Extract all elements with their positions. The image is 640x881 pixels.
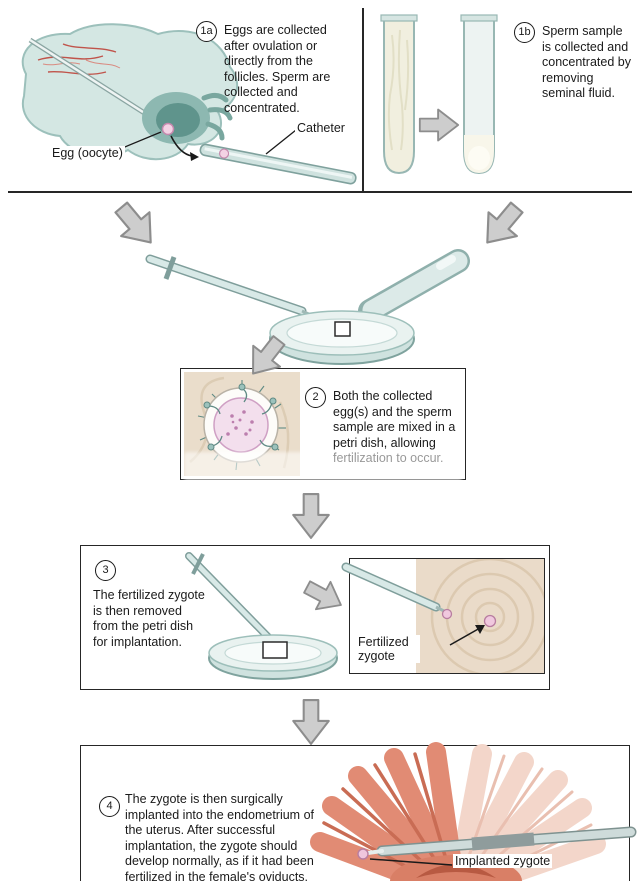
step-1b-text: Sperm sample is collected and concentrat… [542,24,631,100]
step-3-number: 3 [95,560,116,581]
fertilized-zygote-inset: Fertilized zygote [341,558,545,674]
panel-divider [362,8,364,191]
step-1b-number: 1b [514,22,535,43]
arrow-fertilization-to-removal [288,492,334,540]
zygote-removal-box: 3 The fertilized zygote is then removed … [80,545,550,690]
arrow-dish-to-inset [296,568,352,623]
step-4-number: 4 [99,796,120,817]
arrow-tube-to-tube [418,106,460,144]
arrow-sperm-to-mixing [468,190,537,259]
step-3-text: The fertilized zygote is then removed fr… [93,588,205,649]
arrow-eggs-to-mixing [102,190,171,259]
step-4-text: The zygote is then surgically implanted … [125,792,314,881]
mixing-illustration [145,249,470,365]
fertilized-zygote-label: Fertilized zygote [356,635,420,663]
watermark-overlay [184,452,462,482]
arrow-removal-to-implantation [288,698,334,746]
egg-oocyte-label: Egg (oocyte) [50,146,125,160]
step-1a-number: 1a [196,21,217,42]
implanted-zygote-label: Implanted zygote [453,854,553,868]
top-section-divider [8,191,632,193]
uterus-illustration [310,742,637,881]
ovary-illustration [21,23,357,185]
step-2-text: Both the collected egg(s) and the sperm … [333,389,456,465]
test-tubes-illustration [380,14,498,175]
arrow-mixing-to-fertilization [235,325,298,388]
implantation-box: 4 The zygote is then surgically implante… [80,742,637,881]
fertilized-zygote-illustration [341,559,544,673]
step-2-number: 2 [305,387,326,408]
pipette-dish-illustration [185,552,338,680]
step-1a-text: Eggs are collected after ovulation or di… [224,23,331,115]
catheter-label: Catheter [295,121,347,135]
